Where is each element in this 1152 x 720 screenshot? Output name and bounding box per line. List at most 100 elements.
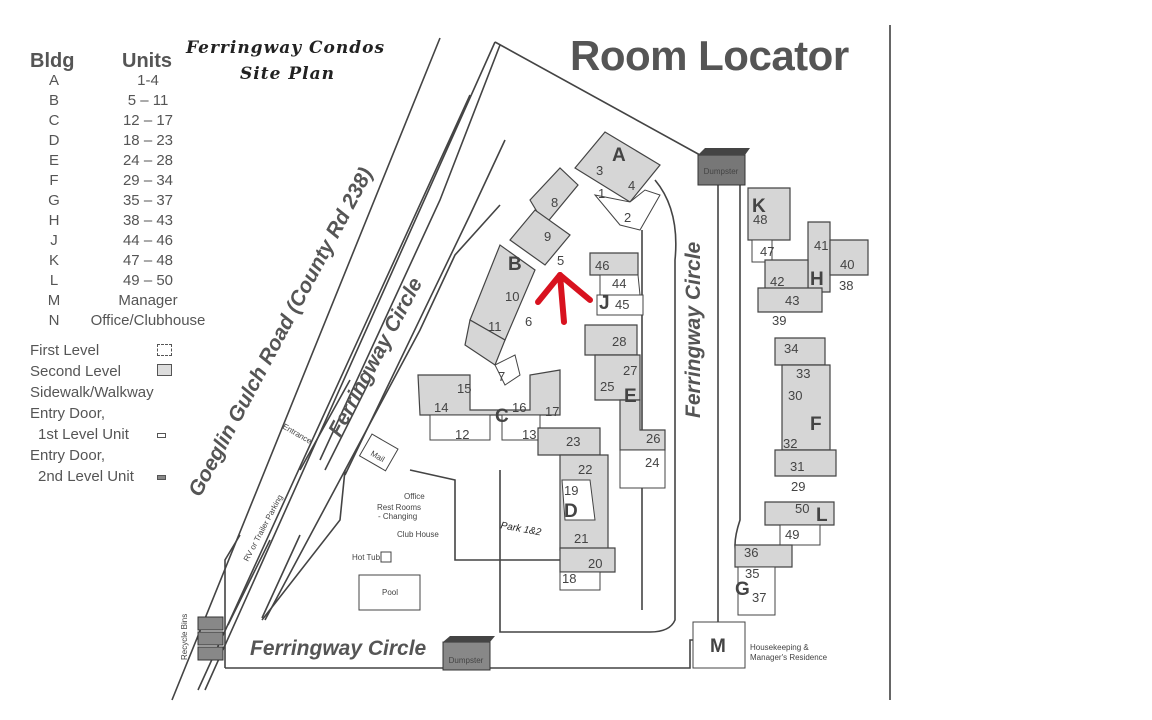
- unit-number: 23: [566, 434, 580, 449]
- unit-number: 48: [753, 212, 767, 227]
- hot-tub-label: Hot Tub: [352, 553, 381, 562]
- legend-units: 5 – 11: [127, 92, 169, 109]
- legend-units: 38 – 43: [122, 212, 174, 229]
- unit-number: 24: [645, 455, 659, 470]
- park-label: Park 1&2: [500, 520, 543, 538]
- unit-number: 43: [785, 293, 799, 308]
- legend-units: Office/Clubhouse: [90, 312, 206, 329]
- red-arrow-icon: [535, 272, 593, 325]
- dumpster-top: Dumpster: [697, 148, 750, 186]
- unit-number: 31: [790, 459, 804, 474]
- entry-door-1st-icon: [157, 433, 166, 438]
- unit-number: 10: [505, 289, 519, 304]
- second-level-swatch: [157, 364, 172, 376]
- unit-number: 39: [772, 313, 786, 328]
- legend-bldg-header: Bldg: [30, 50, 75, 72]
- first-level-swatch: [157, 344, 172, 356]
- mail-label: Mail: [369, 449, 386, 464]
- legend-bldg: G: [48, 192, 60, 209]
- unit-number: 40: [840, 257, 854, 272]
- dumpster-label: Dumpster: [449, 656, 484, 665]
- unit-number: 9: [544, 229, 551, 244]
- buildings: [417, 131, 869, 616]
- residence-label: Manager's Residence: [750, 653, 828, 662]
- road-label-goeglin: Goeglin Gulch Road (County Rd 238): [184, 164, 377, 500]
- unit-number: 29: [791, 479, 805, 494]
- building-letter-d: D: [564, 501, 578, 522]
- building-letter-a: A: [612, 145, 626, 166]
- unit-number: 14: [434, 400, 448, 415]
- legend-key: 1st Level Unit: [38, 426, 129, 443]
- unit-number: 2: [624, 210, 631, 225]
- unit-number: 13: [522, 427, 536, 442]
- legend-bldg: H: [48, 212, 60, 229]
- unit-number: 12: [455, 427, 469, 442]
- unit-number: 22: [578, 462, 592, 477]
- unit-number: 50: [795, 501, 809, 516]
- legend-bldg: M: [47, 292, 61, 309]
- hot-tub-box: [380, 551, 392, 563]
- unit-number: 37: [752, 590, 766, 605]
- unit-number: 17: [545, 404, 559, 419]
- unit-number: 16: [512, 400, 526, 415]
- legend-bldg: J: [50, 232, 58, 249]
- road-label-ferringway-left: Ferringway Circle: [324, 274, 427, 441]
- unit-number: 11: [488, 319, 502, 334]
- unit-number: 46: [595, 258, 609, 273]
- legend-bldg: B: [48, 92, 59, 109]
- unit-number: 38: [839, 278, 853, 293]
- unit-number: 32: [783, 436, 797, 451]
- building-letter-g: G: [735, 579, 750, 600]
- office-label: Office: [404, 492, 425, 501]
- legend-bldg: D: [48, 132, 60, 149]
- unit-number: 7: [498, 369, 505, 384]
- building-letter-h: H: [810, 269, 824, 290]
- road-label-ferringway-right: Ferringway Circle: [682, 241, 705, 418]
- legend-units: Manager: [118, 292, 178, 309]
- unit-number: 15: [457, 381, 471, 396]
- mail-box: [358, 433, 399, 472]
- unit-number: 4: [628, 178, 635, 193]
- manager-building: [692, 621, 746, 669]
- legend-key: 2nd Level Unit: [38, 468, 134, 485]
- legend-units: 35 – 37: [122, 192, 174, 209]
- changing-label: - Changing: [378, 512, 417, 521]
- entry-door-2nd-icon: [157, 475, 166, 480]
- unit-number: 49: [785, 527, 799, 542]
- legend-units: 49 – 50: [122, 272, 174, 289]
- building-letter-f: F: [810, 414, 822, 435]
- unit-number: 25: [600, 379, 614, 394]
- recycle-bins-label: Recycle Bins: [180, 614, 189, 660]
- building-letter-l: L: [816, 505, 828, 526]
- legend-bldg: C: [48, 112, 60, 129]
- housekeeping-label: Housekeeping &: [750, 643, 809, 652]
- building-letter-k: K: [752, 196, 766, 217]
- legend-key: Entry Door,: [30, 447, 106, 464]
- legend-units: 29 – 34: [122, 172, 174, 189]
- building-letter-e: E: [624, 386, 637, 407]
- unit-number: 6: [525, 314, 532, 329]
- unit-number: 3: [596, 163, 603, 178]
- unit-number: 35: [745, 566, 759, 581]
- unit-number: 8: [551, 195, 558, 210]
- restrooms-label: Rest Rooms: [377, 503, 421, 512]
- unit-number: 34: [784, 341, 798, 356]
- clubhouse-label: Club House: [397, 530, 439, 539]
- legend-bldg: E: [48, 152, 59, 169]
- unit-number: 47: [760, 244, 774, 259]
- unit-number: 21: [574, 531, 588, 546]
- legend-units: 24 – 28: [122, 152, 174, 169]
- legend-units-header: Units: [122, 50, 172, 72]
- legend-key: Entry Door,: [30, 405, 106, 422]
- unit-number: 33: [796, 366, 810, 381]
- legend-key: Sidewalk/Walkway: [30, 384, 154, 401]
- building-letter-b: B: [508, 254, 522, 275]
- unit-number: 28: [612, 334, 626, 349]
- recycle-bins-icon: [197, 616, 224, 661]
- page-title: Room Locator: [570, 32, 849, 79]
- pool-box: [358, 574, 421, 611]
- legend-key: First Level: [30, 342, 100, 359]
- unit-number: 27: [623, 363, 637, 378]
- dumpster-bottom: Dumpster: [442, 636, 495, 671]
